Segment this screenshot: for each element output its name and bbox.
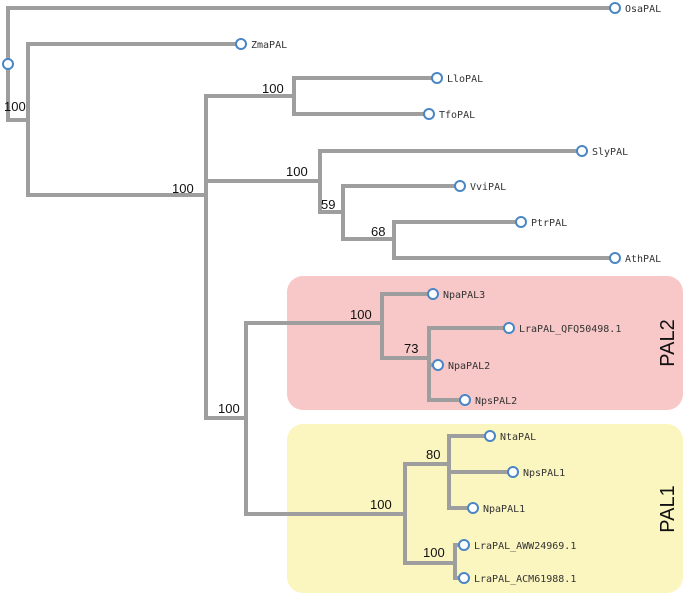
leaf-NpsPAL1[interactable]: NpsPAL1 [507,466,565,479]
support-value: 59 [321,197,335,212]
support-value: 100 [172,181,194,196]
leaf-node-icon[interactable] [459,394,471,406]
leaf-NtaPAL[interactable]: NtaPAL [484,430,536,443]
support-value: 100 [286,164,308,179]
clade-pal2-box [287,276,683,410]
leaf-label: SlyPAL [592,147,628,158]
leaf-node-icon[interactable] [609,252,621,264]
leaf-label: LraPAL_ACM61988.1 [474,574,576,585]
support-value: 100 [4,99,26,114]
leaf-node-icon[interactable] [609,2,621,14]
leaf-label: NpsPAL1 [523,468,565,479]
support-value: 100 [370,497,392,512]
support-value: 100 [423,545,445,560]
leaf-node-icon[interactable] [503,322,515,334]
leaf-node-icon[interactable] [467,502,479,514]
leaf-node-icon[interactable] [515,216,527,228]
leaf-label: VviPAL [470,182,506,193]
leaf-PtrPAL[interactable]: PtrPAL [515,216,567,229]
leaf-AthPAL[interactable]: AthPAL [609,252,661,265]
support-value: 100 [218,401,240,416]
leaf-label: ZmaPAL [251,40,287,51]
leaf-label: NtaPAL [500,432,536,443]
leaf-node-icon[interactable] [458,572,470,584]
leaf-VviPAL[interactable]: VviPAL [454,180,506,193]
leaf-LraPAL-ACM61988[interactable]: LraPAL_ACM61988.1 [458,572,576,585]
leaf-node-icon[interactable] [427,288,439,300]
support-values: 100 100 100 100 59 68 100 73 100 100 80 … [4,81,445,560]
support-value: 100 [350,307,372,322]
leaf-label: NpaPAL3 [443,290,485,301]
leaf-label: LraPAL_QFQ50498.1 [519,324,621,335]
leaf-node-icon[interactable] [576,145,588,157]
leaf-node-icon[interactable] [484,430,496,442]
leaf-label: NpsPAL2 [475,396,517,407]
leaf-node-icon[interactable] [458,539,470,551]
support-value: 73 [404,341,418,356]
support-value: 80 [426,447,440,462]
leaf-LraPAL-QFQ50498[interactable]: LraPAL_QFQ50498.1 [503,322,621,335]
leaf-node-icon[interactable] [432,359,444,371]
leaf-label: PtrPAL [531,218,567,229]
leaf-node-icon[interactable] [235,38,247,50]
leaf-LraPAL-AWW24969[interactable]: LraPAL_AWW24969.1 [458,539,576,552]
root-node-icon[interactable] [2,58,14,70]
leaf-label: AthPAL [625,254,661,265]
clade-label-pal2: PAL2 [657,319,679,366]
leaf-ZmaPAL[interactable]: ZmaPAL [235,38,287,51]
leaf-label: OsaPAL [625,4,661,15]
support-value: 100 [262,81,284,96]
leaf-NpaPAL3[interactable]: NpaPAL3 [427,288,485,301]
leaf-node-icon[interactable] [423,108,435,120]
leaf-LloPAL[interactable]: LloPAL [431,72,483,85]
leaf-OsaPAL[interactable]: OsaPAL [609,2,661,15]
leaf-NpaPAL2[interactable]: NpaPAL2 [432,359,490,372]
leaf-label: LloPAL [447,74,483,85]
leaf-TfoPAL[interactable]: TfoPAL [423,108,475,121]
clade-pal1-box [287,424,683,593]
leaf-label: LraPAL_AWW24969.1 [474,541,576,552]
support-value: 68 [371,224,385,239]
clade-label-pal1: PAL1 [657,485,679,532]
leaf-label: NpaPAL1 [483,504,525,515]
leaf-label: TfoPAL [439,110,475,121]
leaf-NpsPAL2[interactable]: NpsPAL2 [459,394,517,407]
leaf-label: NpaPAL2 [448,361,490,372]
leaf-node-icon[interactable] [431,72,443,84]
leaf-SlyPAL[interactable]: SlyPAL [576,145,628,158]
leaf-node-icon[interactable] [507,466,519,478]
branches [6,6,617,580]
leaf-NpaPAL1[interactable]: NpaPAL1 [467,502,525,515]
leaf-node-icon[interactable] [454,180,466,192]
